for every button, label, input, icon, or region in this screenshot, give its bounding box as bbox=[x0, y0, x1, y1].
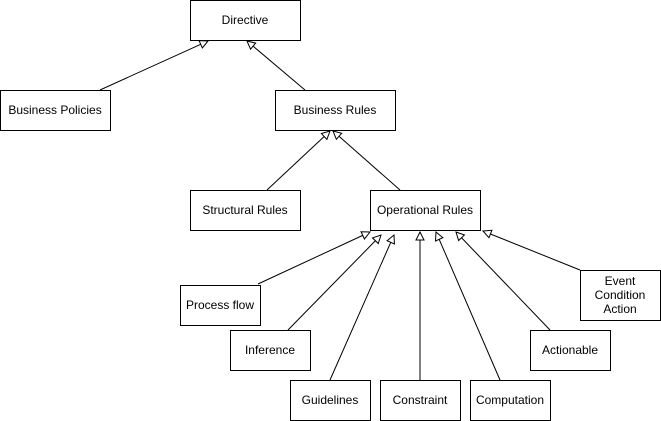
generalization-arrowhead bbox=[455, 231, 466, 242]
node-actionable: Actionable bbox=[530, 330, 611, 371]
node-label: Business Rules bbox=[294, 103, 377, 117]
generalization-arrowhead bbox=[332, 130, 343, 141]
node-label: Guidelines bbox=[302, 393, 359, 407]
node-operational-rules: Operational Rules bbox=[370, 190, 481, 231]
node-computation: Computation bbox=[470, 380, 551, 421]
node-box bbox=[275, 90, 396, 131]
node-box bbox=[370, 190, 481, 231]
generalization-arrowhead bbox=[434, 230, 444, 242]
node-box bbox=[0, 90, 111, 131]
edge-line bbox=[257, 234, 363, 285]
node-box bbox=[380, 380, 461, 421]
edge-line bbox=[461, 237, 551, 331]
node-constraint: Constraint bbox=[380, 380, 461, 421]
node-box bbox=[530, 330, 611, 371]
node-label: Structural Rules bbox=[202, 203, 287, 217]
node-box bbox=[180, 285, 261, 326]
node-label: Process flow bbox=[186, 298, 254, 312]
generalization-arrowhead bbox=[386, 233, 395, 245]
edge-computation-to-operational-rules bbox=[434, 230, 501, 381]
node-label: Operational Rules bbox=[377, 203, 473, 217]
node-label: Constraint bbox=[393, 393, 448, 407]
edge-event-condition-action-to-operational-rules bbox=[481, 229, 581, 271]
generalization-arrowhead bbox=[360, 231, 372, 240]
node-inference: Inference bbox=[230, 330, 311, 371]
node-box bbox=[290, 380, 371, 421]
generalization-arrowhead bbox=[481, 229, 493, 239]
edge-line bbox=[329, 242, 392, 381]
node-label: Action bbox=[603, 302, 636, 316]
node-label: Computation bbox=[476, 393, 544, 407]
edge-process-flow-to-operational-rules bbox=[257, 231, 372, 285]
edge-inference-to-operational-rules bbox=[287, 234, 382, 331]
edge-line bbox=[266, 136, 325, 191]
node-box bbox=[190, 190, 301, 231]
edge-line bbox=[287, 240, 376, 331]
generalization-arrowhead bbox=[371, 234, 382, 245]
edge-line bbox=[438, 239, 501, 381]
node-label: Business Policies bbox=[8, 103, 101, 117]
node-box bbox=[470, 380, 551, 421]
node-label: Inference bbox=[245, 343, 295, 357]
edge-structural-rules-to-business-rules bbox=[266, 130, 331, 191]
node-box bbox=[230, 330, 311, 371]
edge-line bbox=[490, 233, 581, 271]
edge-operational-rules-to-business-rules bbox=[332, 130, 401, 191]
node-label: Directive bbox=[222, 13, 269, 27]
node-label: Event bbox=[605, 274, 636, 288]
node-guidelines: Guidelines bbox=[290, 380, 371, 421]
edge-line bbox=[99, 43, 201, 91]
node-business-rules: Business Rules bbox=[275, 90, 396, 131]
node-label: Actionable bbox=[542, 343, 598, 357]
generalization-arrowhead bbox=[320, 130, 331, 141]
node-process-flow: Process flow bbox=[180, 285, 261, 326]
edge-layer bbox=[99, 40, 581, 381]
edge-guidelines-to-operational-rules bbox=[329, 233, 395, 381]
node-business-policies: Business Policies bbox=[0, 90, 111, 131]
generalization-arrowhead bbox=[415, 230, 425, 241]
edge-business-policies-to-directive bbox=[99, 40, 210, 91]
node-structural-rules: Structural Rules bbox=[190, 190, 301, 231]
edge-business-rules-to-directive bbox=[246, 40, 306, 91]
generalization-arrowhead bbox=[246, 40, 257, 51]
edge-actionable-to-operational-rules bbox=[455, 231, 551, 331]
edge-line bbox=[338, 135, 401, 191]
edge-line bbox=[252, 45, 306, 91]
edge-constraint-to-operational-rules bbox=[415, 230, 425, 380]
node-label: Condition bbox=[595, 288, 646, 302]
generalization-arrowhead bbox=[198, 40, 210, 49]
node-box bbox=[190, 0, 301, 41]
node-directive: Directive bbox=[190, 0, 301, 41]
